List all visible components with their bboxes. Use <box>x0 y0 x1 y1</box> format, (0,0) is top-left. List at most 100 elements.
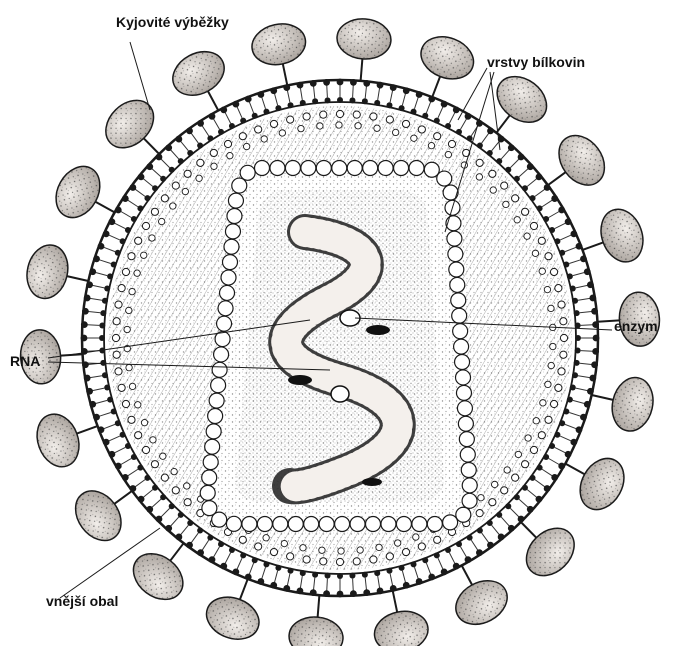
lipid-head <box>587 281 594 288</box>
capsid-bead <box>227 209 242 224</box>
matrix-protein-bead <box>184 483 190 489</box>
lipid-head <box>543 454 549 460</box>
lipid-head <box>508 525 515 532</box>
lipid-head <box>109 451 116 458</box>
lipid-tail <box>555 223 566 228</box>
lipid-head <box>377 587 384 594</box>
lipid-head <box>218 129 224 135</box>
matrix-protein-bead <box>172 487 179 494</box>
capsid-bead <box>366 517 381 532</box>
spike-stipple <box>607 374 658 436</box>
lipid-tail <box>580 363 592 364</box>
matrix-protein-bead <box>418 126 425 133</box>
lipid-head <box>169 167 175 173</box>
capsid-bead <box>270 161 285 176</box>
lipid-head <box>575 335 581 341</box>
matrix-protein-bead <box>317 123 323 129</box>
lipid-head <box>129 485 136 492</box>
lipid-tail <box>390 574 392 586</box>
matrix-protein-bead <box>129 288 135 294</box>
matrix-protein-bead <box>370 556 377 563</box>
lipid-head <box>530 475 536 481</box>
matrix-protein-bead <box>287 553 294 560</box>
lipid-head <box>589 295 596 302</box>
capsid-bead <box>332 161 347 176</box>
matrix-protein-bead <box>514 217 520 223</box>
lipid-tail <box>527 490 536 498</box>
lipid-head <box>337 573 343 579</box>
matrix-protein-bead <box>182 188 188 194</box>
lipid-tail <box>99 260 110 264</box>
lipid-tail <box>96 273 108 276</box>
lipid-tail <box>181 141 189 150</box>
lipid-head <box>522 485 528 491</box>
lipid-head <box>263 561 269 567</box>
lipid-head <box>98 243 105 250</box>
lipid-tail <box>115 223 126 228</box>
lipid-tail <box>402 94 405 106</box>
matrix-protein-bead <box>357 547 363 553</box>
capsid-bead <box>448 247 463 262</box>
lipid-head <box>160 176 166 182</box>
lipid-tail <box>143 179 152 187</box>
lipid-head <box>530 195 536 201</box>
spike-stalk <box>565 464 584 475</box>
lipid-head <box>554 432 560 438</box>
lipid-tail <box>121 459 131 465</box>
lipid-head <box>82 361 89 368</box>
lipid-tail <box>237 558 242 569</box>
lipid-head <box>505 503 511 509</box>
matrix-protein-bead <box>545 416 552 423</box>
lipid-head <box>245 574 252 581</box>
matrix-protein-bead <box>402 548 409 555</box>
lipid-tail <box>128 200 138 207</box>
capsid-bead <box>458 416 473 431</box>
lipid-tail <box>542 200 552 207</box>
spike-stipple <box>371 607 432 646</box>
lipid-tail <box>501 517 509 526</box>
lipid-tail <box>104 424 115 428</box>
lipid-head <box>270 87 277 94</box>
lipid-head <box>567 273 573 279</box>
spike-stalk <box>95 202 114 213</box>
lipid-head <box>350 590 357 597</box>
spike-stalk <box>67 276 88 281</box>
matrix-protein-bead <box>524 233 530 239</box>
matrix-protein-bead <box>300 545 306 551</box>
lipid-head <box>558 463 565 470</box>
lipid-tail <box>576 388 588 390</box>
lipid-head <box>131 454 137 460</box>
matrix-protein-bead <box>558 301 565 308</box>
matrix-protein-bead <box>135 432 142 439</box>
matrix-protein-bead <box>540 400 546 406</box>
lipid-head <box>445 547 451 553</box>
lipid-head <box>107 397 113 403</box>
lipid-head <box>570 384 576 390</box>
capsid-bead <box>319 517 334 532</box>
matrix-protein-bead <box>287 116 294 123</box>
capsid-bead <box>437 171 452 186</box>
lipid-head <box>456 129 462 135</box>
matrix-protein-bead <box>270 548 277 555</box>
lipid-head <box>411 109 417 115</box>
lipid-head <box>487 150 493 156</box>
matrix-protein-bead <box>544 286 550 292</box>
capsid-bead <box>200 485 215 500</box>
lipid-head <box>86 388 93 395</box>
lipid-head <box>275 565 281 571</box>
lipid-head <box>175 136 182 143</box>
matrix-protein-bead <box>434 133 441 140</box>
matrix-protein-bead <box>353 558 360 565</box>
lipid-tail <box>202 126 209 136</box>
capsid-bead <box>203 455 218 470</box>
label-spikes: Kyjovité výběžky <box>116 14 229 30</box>
matrix-protein-bead <box>491 481 497 487</box>
lipid-head <box>456 541 462 547</box>
matrix-protein-bead <box>149 235 155 241</box>
matrix-protein-bead <box>550 268 557 275</box>
lipid-head <box>518 154 525 161</box>
capsid-bead <box>232 178 247 193</box>
lipid-tail <box>225 553 230 564</box>
lipid-head <box>567 397 573 403</box>
